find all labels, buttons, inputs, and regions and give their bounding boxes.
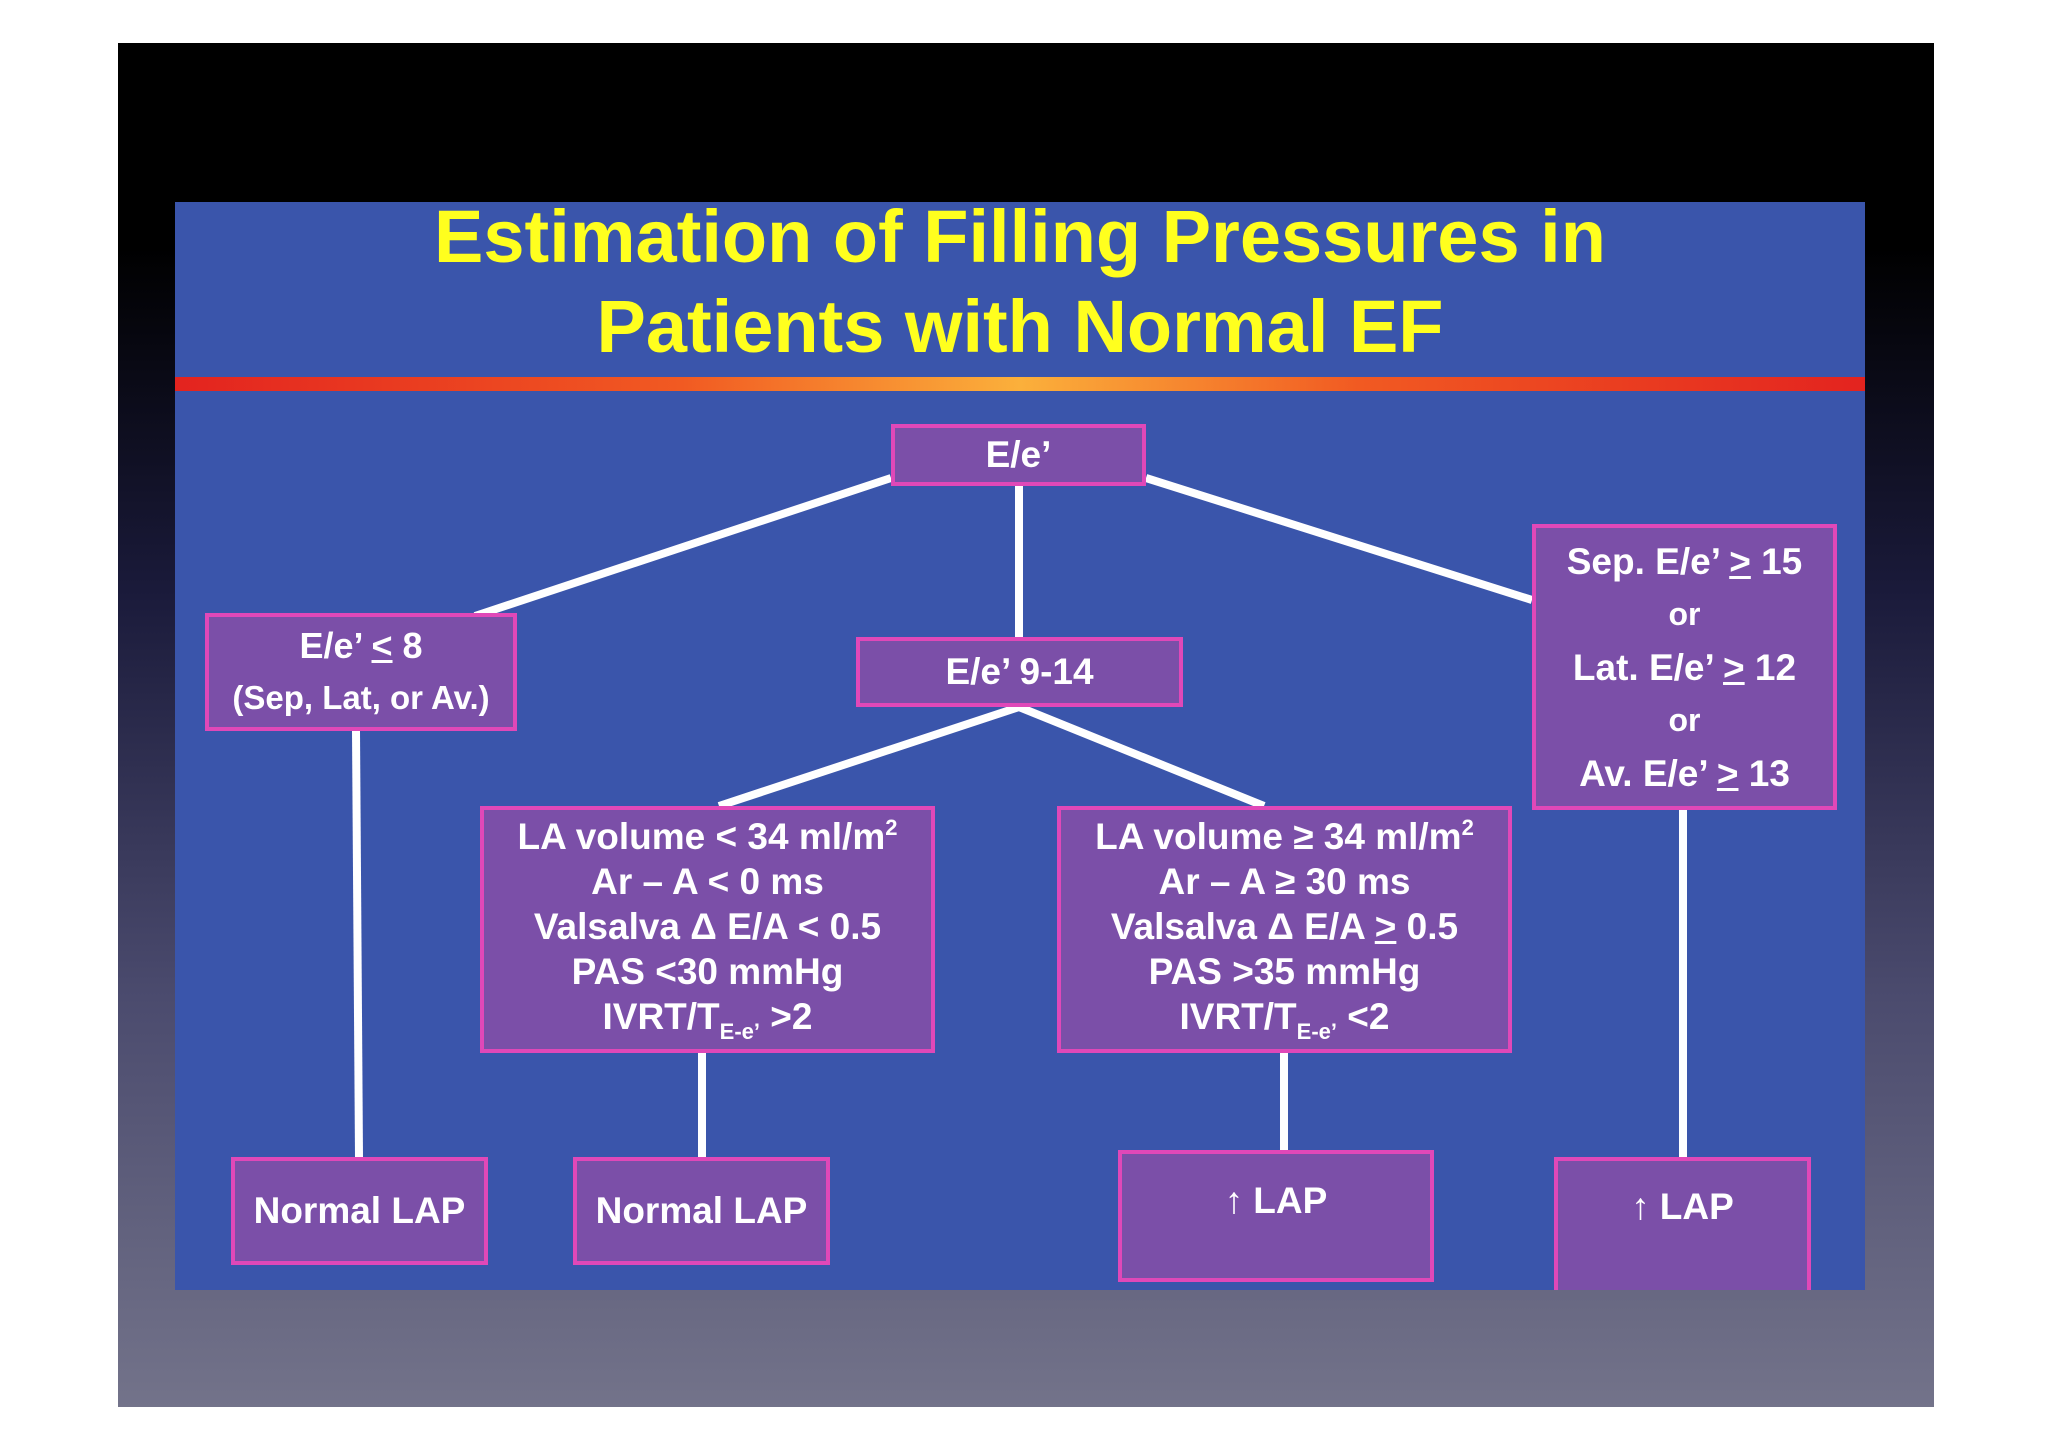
connector-lines — [352, 474, 1687, 1158]
right-branch-line-1-prefix: Sep. E/e’ — [1566, 540, 1730, 582]
left-branch-line-1: E/e’ < 8 — [299, 620, 422, 672]
outcome-2-label: Normal LAP — [595, 1190, 808, 1231]
connector-root-right — [1144, 474, 1534, 604]
left-criteria-valsalva: Valsalva Δ E/A < 0.5 — [533, 906, 882, 947]
right-criteria-node: LA volume ≥ 34 ml/m2 Ar – A ≥ 30 ms Vals… — [1057, 806, 1512, 1053]
middle-branch-label: E/e’ 9-14 — [945, 651, 1094, 692]
right-criteria-la-volume-text: LA volume ≥ 34 ml/m — [1095, 816, 1462, 857]
left-criteria-la-volume-text: LA volume < 34 ml/m — [517, 816, 886, 857]
title-divider — [175, 377, 1865, 391]
outcome-3-line: ↑LAP — [1225, 1180, 1328, 1222]
right-criteria-pas: PAS >35 mmHg — [1148, 951, 1421, 992]
right-branch-line-1-suffix: 15 — [1750, 540, 1803, 582]
right-branch-line-1: Sep. E/e’ > 15 — [1567, 535, 1803, 588]
right-criteria-valsalva-symbol: > — [1374, 906, 1397, 947]
right-criteria-la-volume-sup: 2 — [1461, 815, 1474, 840]
right-branch-or-1: or — [1668, 595, 1701, 632]
left-criteria-ivrt: IVRT/TE-e’ >2 — [603, 994, 813, 1054]
left-branch-node: E/e’ < 8 (Sep, Lat, or Av.) — [205, 613, 517, 731]
left-criteria-ivrt-suffix: >2 — [760, 996, 813, 1037]
right-branch-line-3-symbol: > — [1716, 752, 1739, 794]
outcome-4-line: ↑LAP — [1631, 1186, 1734, 1228]
root-node: E/e’ — [891, 424, 1146, 486]
title-line-1: Estimation of Filling Pressures in — [434, 202, 1606, 278]
connector-root-left — [473, 474, 893, 620]
right-branch-line-3-prefix: Av. E/e’ — [1579, 752, 1717, 794]
left-criteria-ivrt-sub: E-e’ — [719, 1019, 761, 1044]
outcome-3-label: LAP — [1253, 1180, 1328, 1221]
outcome-elevated-lap-2: ↑LAP — [1554, 1157, 1811, 1290]
right-criteria-ivrt-prefix: IVRT/T — [1179, 996, 1297, 1037]
left-criteria-ivrt-prefix: IVRT/T — [602, 996, 720, 1037]
left-branch-line-2: (Sep, Lat, or Av.) — [232, 679, 490, 716]
right-branch-or-2: or — [1668, 701, 1701, 738]
outcome-normal-lap-2: Normal LAP — [573, 1157, 830, 1265]
right-criteria-valsalva-suffix: 0.5 — [1396, 906, 1459, 947]
right-criteria-ar-a: Ar – A ≥ 30 ms — [1158, 861, 1411, 902]
left-branch-symbol: < — [371, 625, 393, 666]
title-line-2: Patients with Normal EF — [596, 285, 1444, 368]
left-criteria-la-volume: LA volume < 34 ml/m2 — [518, 805, 898, 859]
left-criteria-pas: PAS <30 mmHg — [571, 951, 844, 992]
right-criteria-ivrt-sub: E-e’ — [1296, 1019, 1338, 1044]
right-branch-node: Sep. E/e’ > 15 or Lat. E/e’ > 12 or Av. … — [1532, 524, 1837, 810]
right-branch-line-3-suffix: 13 — [1738, 752, 1790, 794]
root-label: E/e’ — [985, 434, 1052, 475]
right-branch-line-1-symbol: > — [1729, 540, 1751, 582]
middle-branch-node: E/e’ 9-14 — [856, 637, 1183, 707]
right-branch-line-2-suffix: 12 — [1744, 646, 1797, 688]
connector-mid-lcrit — [717, 703, 1021, 810]
outcome-1-label: Normal LAP — [253, 1190, 466, 1231]
left-branch-prefix: E/e’ — [299, 625, 372, 666]
right-criteria-ivrt: IVRT/TE-e’ <2 — [1180, 994, 1390, 1054]
up-arrow-icon: ↑ — [1631, 1186, 1650, 1227]
connector-left-out1 — [352, 730, 363, 1158]
slide: Estimation of Filling Pressures in Patie… — [175, 202, 1865, 1290]
right-branch-line-2-prefix: Lat. E/e’ — [1572, 646, 1724, 688]
right-criteria-valsalva: Valsalva Δ E/A > 0.5 — [1111, 904, 1458, 949]
left-criteria-node: LA volume < 34 ml/m2 Ar – A < 0 ms Valsa… — [480, 806, 935, 1053]
outcome-elevated-lap-1: ↑LAP — [1118, 1150, 1434, 1282]
slide-title: Estimation of Filling Pressures in Patie… — [175, 202, 1865, 377]
connector-mid-rcrit — [1017, 703, 1266, 810]
left-criteria-ar-a: Ar – A < 0 ms — [591, 861, 824, 902]
outcome-4-label: LAP — [1659, 1186, 1734, 1227]
left-branch-suffix: 8 — [392, 625, 423, 666]
outcome-normal-lap-1: Normal LAP — [231, 1157, 488, 1265]
right-criteria-ivrt-suffix: <2 — [1337, 996, 1390, 1037]
right-criteria-valsalva-prefix: Valsalva Δ E/A — [1110, 906, 1375, 947]
right-branch-line-3: Av. E/e’ > 13 — [1579, 747, 1790, 800]
left-criteria-la-volume-sup: 2 — [885, 815, 898, 840]
right-branch-line-2-symbol: > — [1723, 646, 1745, 688]
up-arrow-icon: ↑ — [1224, 1180, 1244, 1221]
right-criteria-la-volume: LA volume ≥ 34 ml/m2 — [1095, 805, 1474, 859]
right-branch-line-2: Lat. E/e’ > 12 — [1573, 641, 1796, 694]
